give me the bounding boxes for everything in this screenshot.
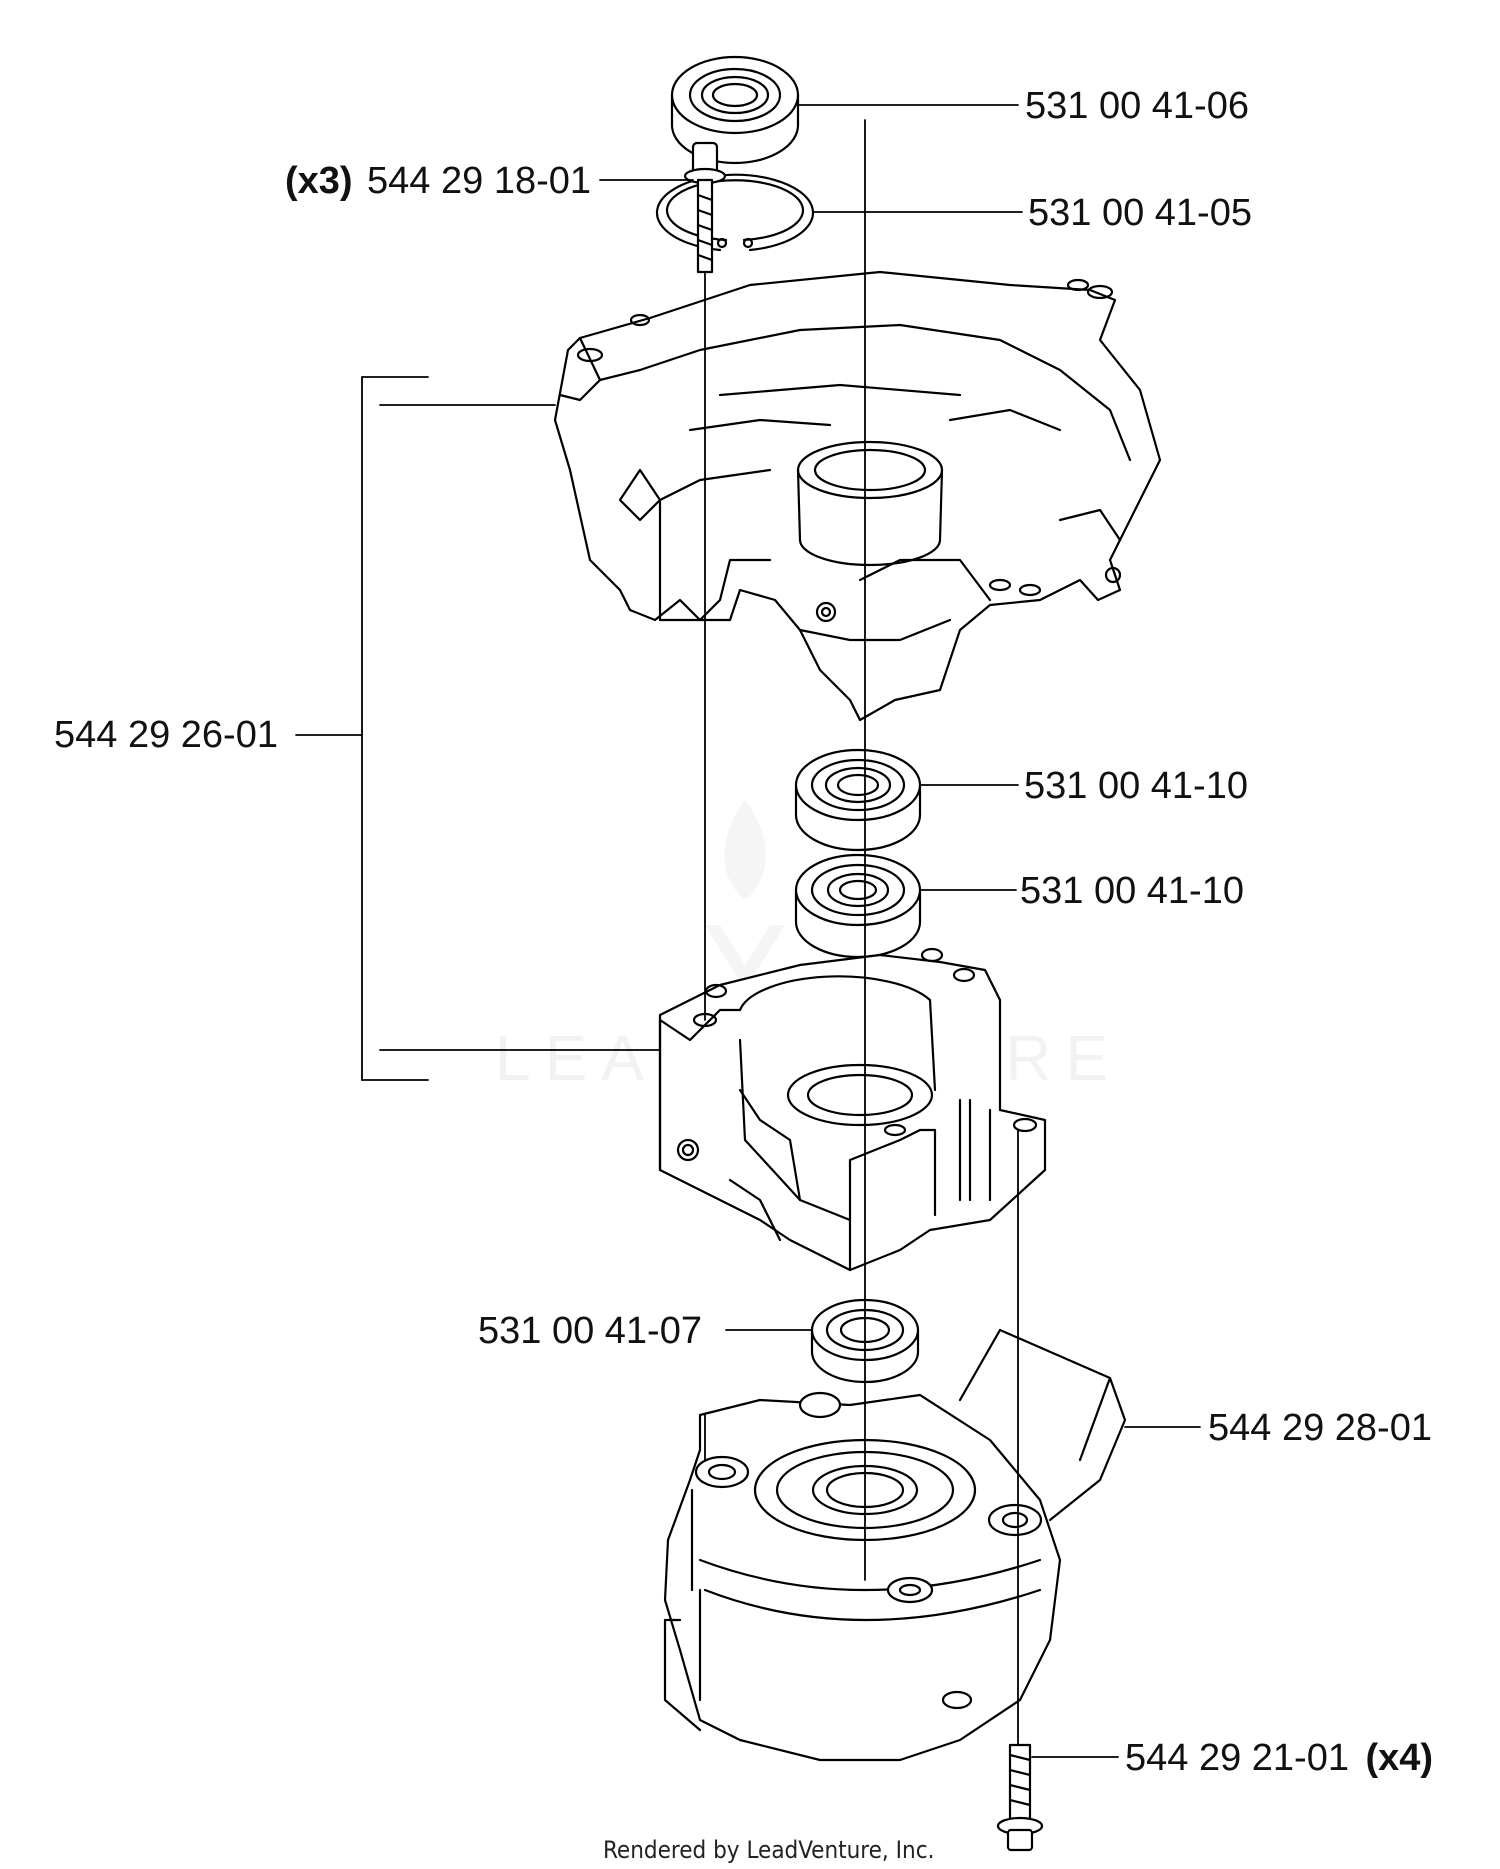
label-no-p9: 544 29 21-01 bbox=[1125, 1737, 1349, 1779]
label-part-p8: 544 29 28-01 bbox=[1208, 1407, 1432, 1449]
assembly-guide-lines bbox=[704, 119, 1019, 1746]
label-part-p6: 531 00 41-10 bbox=[1020, 870, 1244, 912]
footer-credit: Rendered by LeadVenture, Inc. bbox=[603, 1836, 934, 1864]
screw-bottom-icon bbox=[996, 1743, 1044, 1852]
bearing-mid1-icon bbox=[794, 748, 922, 852]
label-part-p3: (x3) 544 29 18-01 bbox=[285, 160, 591, 202]
label-part-p5: 531 00 41-10 bbox=[1024, 765, 1248, 807]
part-labels: 531 00 41-06 531 00 41-05 (x3) 544 29 18… bbox=[54, 85, 1433, 1779]
label-part-p4: 544 29 26-01 bbox=[54, 714, 278, 756]
leader-lines bbox=[295, 104, 1201, 1758]
circlip-icon bbox=[655, 173, 815, 252]
bearing-top-icon bbox=[670, 55, 800, 165]
label-qty-p3: (x3) bbox=[285, 160, 353, 202]
bearing-mid2-icon bbox=[794, 853, 922, 959]
crankcase-lower-icon bbox=[658, 947, 1047, 1272]
label-part-p7: 531 00 41-07 bbox=[478, 1310, 702, 1352]
screw-top-icon bbox=[683, 141, 727, 274]
label-part-p1: 531 00 41-06 bbox=[1025, 85, 1249, 127]
clutch-housing-icon bbox=[663, 1328, 1127, 1762]
label-qty-p9: (x4) bbox=[1365, 1737, 1433, 1779]
crankcase-upper-icon bbox=[553, 270, 1162, 722]
label-part-p9: 544 29 21-01 (x4) bbox=[1125, 1737, 1433, 1779]
label-no-p3: 544 29 18-01 bbox=[367, 160, 591, 202]
label-part-p2: 531 00 41-05 bbox=[1028, 192, 1252, 234]
